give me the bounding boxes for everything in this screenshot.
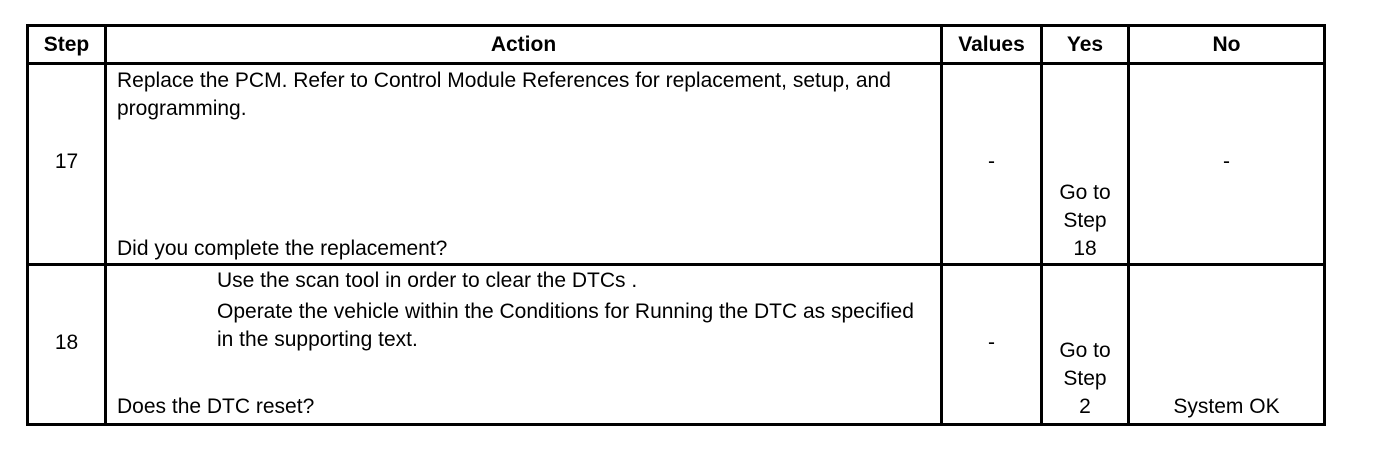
diagnostic-table: Step Action Values Yes No 17 Replace the… xyxy=(26,24,1326,426)
no-text: System OK xyxy=(1173,395,1280,418)
values-cell: - xyxy=(940,62,1043,266)
yes-step-number: 18 xyxy=(1073,237,1097,260)
action-question: Does the DTC reset? xyxy=(117,395,315,418)
yes-step-number: 2 xyxy=(1079,395,1091,418)
header-step: Step xyxy=(26,24,107,65)
action-cell: Replace the PCM. Refer to Control Module… xyxy=(104,62,943,266)
yes-cell: Go to Step 2 xyxy=(1040,263,1130,426)
yes-goto-link[interactable]: Go to Step 18 xyxy=(1043,179,1127,263)
yes-cell: Go to Step 18 xyxy=(1040,62,1130,266)
yes-goto-label: Go to xyxy=(1059,181,1111,204)
no-cell: System OK xyxy=(1127,263,1326,426)
table-row-step-17: 17 Replace the PCM. Refer to Control Mod… xyxy=(26,62,1326,266)
action-list-item: Use the scan tool in order to clear the … xyxy=(217,269,638,292)
values-text: - xyxy=(988,150,995,173)
header-no: No xyxy=(1127,24,1326,65)
values-cell: - xyxy=(940,263,1043,426)
values-text: - xyxy=(988,331,995,354)
step-cell: 18 xyxy=(26,263,107,426)
header-yes: Yes xyxy=(1040,24,1130,65)
no-text: - xyxy=(1223,150,1230,173)
no-cell: - xyxy=(1127,62,1326,266)
header-action: Action xyxy=(104,24,943,65)
header-values: Values xyxy=(940,24,1043,65)
header-row: Step Action Values Yes No xyxy=(26,24,1326,65)
step-number: 17 xyxy=(54,150,79,173)
yes-step-label: Step xyxy=(1063,367,1107,390)
action-cell: Use the scan tool in order to clear the … xyxy=(104,263,943,426)
step-cell: 17 xyxy=(26,62,107,266)
yes-goto-link[interactable]: Go to Step 2 xyxy=(1043,337,1127,421)
action-list-item: Operate the vehicle within the Condition… xyxy=(217,300,914,351)
yes-goto-label: Go to xyxy=(1059,339,1111,362)
action-text: Replace the PCM. Refer to Control Module… xyxy=(117,69,891,120)
action-list: Use the scan tool in order to clear the … xyxy=(217,267,932,354)
action-question: Did you complete the replacement? xyxy=(117,237,448,260)
table-row-step-18: 18 Use the scan tool in order to clear t… xyxy=(26,263,1326,426)
yes-step-label: Step xyxy=(1063,209,1107,232)
step-number: 18 xyxy=(54,331,79,354)
